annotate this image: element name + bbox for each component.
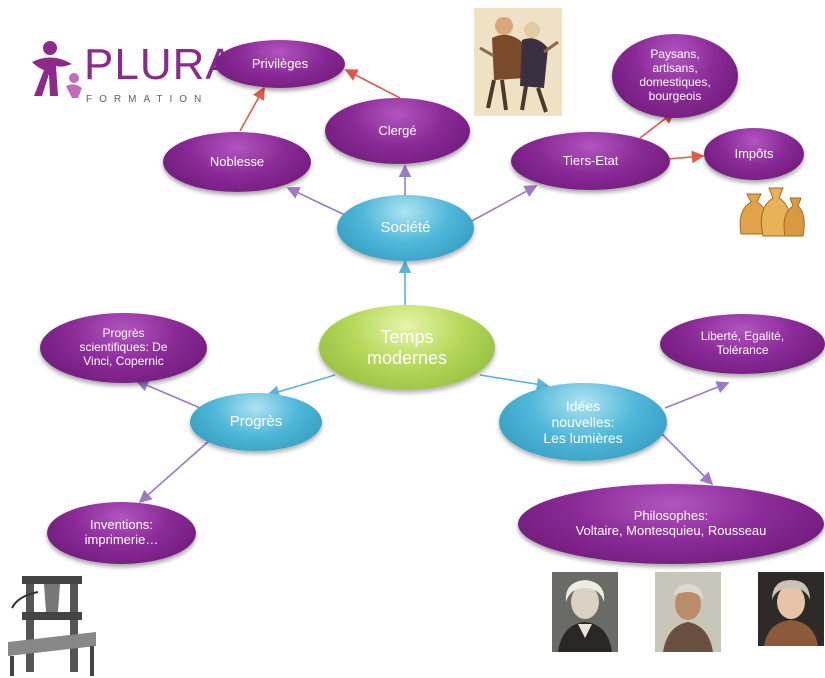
node-clerge: Clergé xyxy=(325,98,470,164)
node-impots: Impôts xyxy=(704,128,804,180)
arrow-progres-sci xyxy=(135,379,206,411)
arrow-center-progres xyxy=(266,374,336,398)
node-privileges: Privilèges xyxy=(215,40,345,88)
rousseau-portrait-icon xyxy=(758,572,824,646)
node-societe: Société xyxy=(337,195,474,261)
plura-logo: PLURA FORMATION xyxy=(22,38,242,108)
node-temps-modernes: Temps modernes xyxy=(319,305,495,390)
node-philosophes: Philosophes: Voltaire, Montesquieu, Rous… xyxy=(518,484,824,564)
arrow-societe-tiers xyxy=(469,185,538,223)
arrow-tiers-impots xyxy=(667,150,705,164)
arrow-center-idees xyxy=(479,374,550,391)
montesquieu-portrait-icon xyxy=(655,572,721,652)
node-idees-nouvelles: Idées nouvelles: Les lumières xyxy=(499,383,667,461)
arrow-noblesse-privileges xyxy=(239,86,265,132)
arrow-societe-noblesse xyxy=(286,187,346,216)
arrow-idees-liberte xyxy=(664,381,730,409)
plura-logo-figure-icon xyxy=(32,41,82,98)
caricature-icon xyxy=(474,8,562,116)
node-progres: Progrès xyxy=(190,393,322,451)
arrow-idees-philosophes xyxy=(659,431,714,486)
arrow-clerge-privileges xyxy=(344,69,401,99)
node-noblesse: Noblesse xyxy=(163,132,311,192)
money-bags-icon xyxy=(739,187,805,237)
node-liberte: Liberté, Egalité, Tolérance xyxy=(660,314,825,374)
node-inventions: Inventions: imprimerie… xyxy=(47,502,196,564)
logo-subtitle: FORMATION xyxy=(86,94,209,105)
node-tiers-etat: Tiers-Etat xyxy=(511,132,670,190)
arrow-progres-inventions xyxy=(138,439,211,504)
voltaire-portrait-icon xyxy=(552,572,618,652)
node-paysans: Paysans, artisans, domestiques, bourgeoi… xyxy=(612,34,738,118)
logo-word: PLURA xyxy=(84,40,236,89)
printing-press-icon xyxy=(8,576,96,676)
node-progres-scientifiques: Progrès scientifiques: De Vinci, Coperni… xyxy=(40,313,207,383)
